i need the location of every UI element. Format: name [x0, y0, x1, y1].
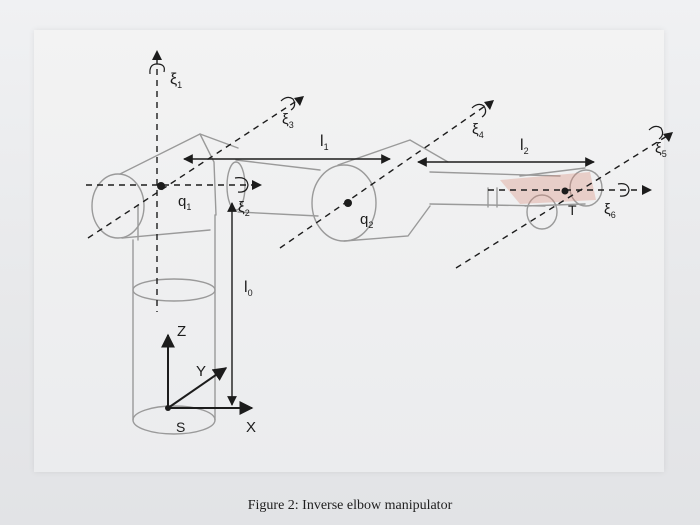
shoulder-top	[119, 133, 239, 175]
xi1-arrowhead	[152, 50, 162, 60]
xi3-label: ξ3	[282, 111, 294, 130]
wrist-disc	[526, 194, 558, 230]
tool-disc	[569, 169, 603, 207]
shoulder-disc	[91, 173, 145, 239]
y-axis-arrow	[167, 367, 228, 409]
figure-caption: Figure 2: Inverse elbow manipulator	[247, 498, 453, 513]
elbow-bottom	[343, 205, 431, 242]
xi5-axis	[455, 135, 668, 269]
l1-label: l1	[320, 133, 329, 152]
shoulder-side	[199, 133, 217, 216]
xi6-label: ξ6	[604, 201, 616, 220]
q2-label: q2	[360, 211, 373, 230]
xi5-curl-icon	[648, 125, 664, 140]
z-axis-label: Z	[177, 323, 186, 340]
q1-label: q1	[178, 193, 191, 212]
xi4-axis	[279, 103, 489, 249]
xi1-curl-icon	[149, 63, 165, 75]
base-frame-label: S	[176, 419, 185, 435]
x-axis-label: X	[246, 419, 256, 436]
xi3-axis	[87, 99, 299, 239]
y-axis-label: Y	[196, 363, 206, 380]
forearm-rings	[487, 187, 498, 208]
l2-label: l2	[520, 137, 529, 156]
frame-origin-dot	[165, 405, 171, 411]
xi5-arrowhead	[663, 132, 673, 142]
forearm-top	[429, 171, 561, 177]
wrist-body	[519, 167, 586, 207]
arm1-top	[235, 159, 321, 171]
base-bottom-ellipse	[132, 405, 216, 435]
xi1-label: ξ1	[170, 71, 182, 90]
l0-label: l0	[244, 279, 253, 298]
xi3-curl-icon	[280, 96, 296, 111]
xi4-label: ξ4	[472, 121, 484, 140]
arm1-bottom	[237, 211, 319, 217]
tool-point-dot	[561, 187, 569, 195]
robot-sketch	[91, 133, 603, 435]
shoulder-bottom	[121, 229, 211, 239]
xi6-curl-icon	[617, 183, 630, 197]
rotation-curls	[149, 63, 664, 197]
xi2-arrowhead	[252, 180, 262, 190]
dimension-arrows	[183, 154, 595, 406]
xi5-label: ξ5	[655, 140, 667, 159]
figure-panel	[34, 30, 664, 472]
axis-arrowheads	[152, 50, 673, 195]
base-mid-ellipse	[132, 278, 216, 302]
joint-q1-dot	[157, 182, 165, 190]
xi2-curl-icon	[234, 177, 249, 193]
xi4-arrowhead	[484, 100, 494, 110]
xi4-curl-icon	[471, 103, 487, 118]
xi6-arrowhead	[642, 185, 652, 195]
tool-frame-label: T	[568, 202, 577, 218]
elbow-top	[337, 139, 449, 166]
xi3-arrowhead	[294, 96, 304, 106]
accent-highlight	[500, 172, 596, 204]
joint-q2-dot	[344, 199, 352, 207]
base-frame	[161, 333, 254, 415]
xi2-label: ξ2	[238, 199, 250, 218]
